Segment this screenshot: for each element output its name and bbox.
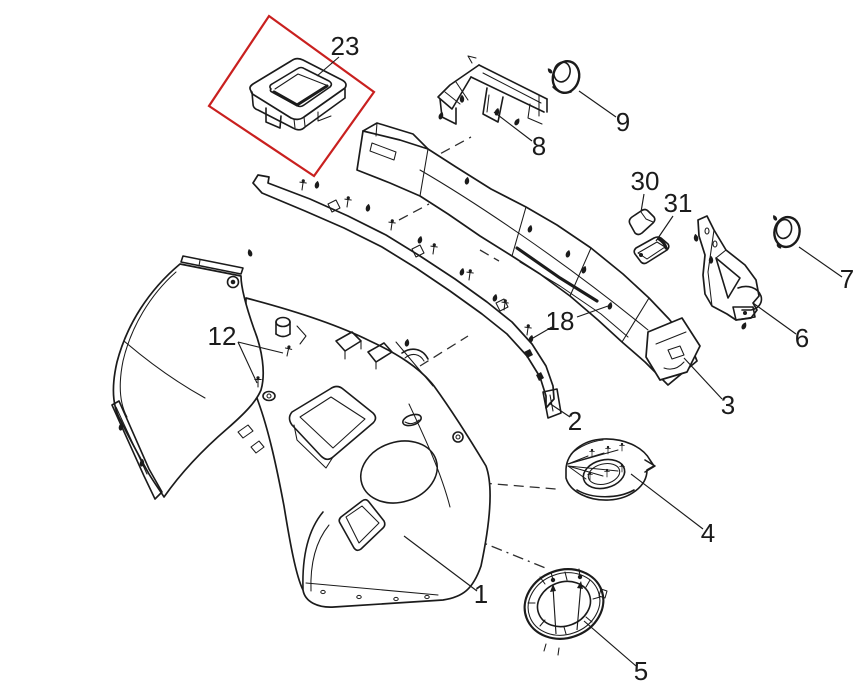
part-8-label[interactable]: 8 [532, 131, 546, 161]
part-9-leader [578, 90, 617, 118]
part-3-label[interactable]: 3 [721, 390, 735, 420]
part-1-label[interactable]: 1 [474, 579, 488, 609]
part-12-fasteners[interactable] [254, 344, 293, 402]
part-2-label[interactable]: 2 [568, 406, 582, 436]
part-9-label[interactable]: 9 [616, 107, 630, 137]
part-23-leader [316, 56, 340, 77]
part-31-clip[interactable] [633, 236, 670, 265]
part-1-rear-body[interactable] [245, 297, 491, 608]
part-18-label[interactable]: 18 [546, 306, 575, 336]
part-30-label[interactable]: 30 [631, 166, 660, 196]
part-31-label[interactable]: 31 [664, 188, 693, 218]
part-7-grommet[interactable] [771, 214, 803, 250]
part-3-rear-top-panel[interactable] [356, 122, 701, 386]
part-9-grommet[interactable] [546, 58, 582, 96]
part-3-leader [683, 357, 723, 400]
part-7-label[interactable]: 7 [840, 264, 854, 294]
part-5-leader [583, 620, 637, 667]
part-6-side-bracket[interactable] [697, 215, 763, 321]
part-labels: 23 8 9 30 31 7 6 3 18 2 12 1 4 5 [208, 31, 855, 686]
leader-lines [237, 56, 843, 667]
part-18-leader-b [576, 305, 609, 318]
part-23-cover-lid[interactable] [249, 57, 347, 131]
left-fender-panel[interactable] [111, 255, 265, 500]
part-12-label[interactable]: 12 [208, 321, 237, 351]
part-18-leader-a [532, 326, 553, 339]
part-7-leader [798, 246, 843, 278]
part-23-label[interactable]: 23 [331, 31, 360, 61]
part-30-leader [640, 193, 645, 213]
part-12-leader-a [237, 341, 258, 384]
part-4-stud-plate[interactable] [565, 438, 656, 501]
part-8-leader [493, 111, 533, 142]
part-6-label[interactable]: 6 [795, 323, 809, 353]
part-12-leader-b [237, 341, 284, 354]
part-5-label[interactable]: 5 [634, 656, 648, 686]
part-31-leader [655, 215, 674, 242]
part-4-leader [630, 473, 704, 530]
part-2-leader [548, 402, 571, 418]
part-1-leader [403, 535, 478, 592]
part-5-bezel-ring[interactable] [515, 558, 613, 656]
part-4-label[interactable]: 4 [701, 518, 715, 548]
part-30-clip[interactable] [628, 208, 656, 236]
part-8-mount-bracket[interactable] [437, 55, 548, 125]
part-6-leader [752, 302, 797, 335]
selection-highlight-box [207, 14, 376, 178]
